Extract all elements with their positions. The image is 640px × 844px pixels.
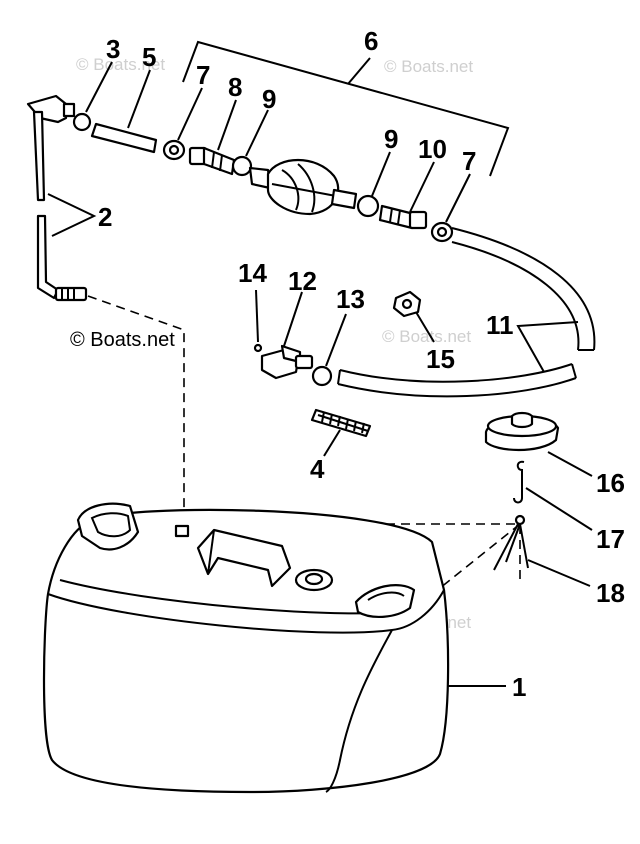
part-11-fuel-hose <box>337 227 596 398</box>
part-16-filler-cap <box>484 411 560 451</box>
watermark: © Boats.net <box>384 57 473 76</box>
watermark: © Boats.net <box>382 327 471 346</box>
part-1-fuel-tank <box>42 502 450 794</box>
part-14-ball <box>253 343 263 353</box>
part-15-nut <box>392 290 422 318</box>
callout-14-leader <box>255 289 259 343</box>
assembly-line-cap <box>439 523 521 589</box>
callout-4-leader <box>323 429 341 457</box>
part-10-connector <box>378 204 428 230</box>
callout-15: 15 <box>426 344 455 374</box>
callout-6-bracket <box>182 40 510 177</box>
callout-8: 8 <box>228 72 242 102</box>
callout-2: 2 <box>98 202 112 232</box>
callout-5: 5 <box>142 42 156 72</box>
callout-13-leader <box>325 313 347 367</box>
callout-16: 16 <box>596 468 625 498</box>
callout-9b-leader <box>371 151 391 197</box>
primer-bulb <box>248 158 358 216</box>
callout-14: 14 <box>238 258 267 288</box>
callout-13: 13 <box>336 284 365 314</box>
callout-18: 18 <box>596 578 625 608</box>
callout-7a-leader <box>177 87 203 141</box>
callout-2-leader <box>47 193 97 237</box>
callout-16-leader <box>547 451 593 477</box>
callout-17-leader <box>525 487 593 531</box>
assembly-line-pickup <box>87 295 185 526</box>
callout-10-leader <box>409 161 435 213</box>
part-8-connector <box>188 146 236 176</box>
callout-8-leader <box>217 99 237 151</box>
copyright-label: © Boats.net <box>70 329 175 351</box>
part-3-clamp <box>72 112 92 132</box>
part-2-pickup-tube <box>26 94 88 302</box>
part-5-hose <box>90 122 158 154</box>
callout-10: 10 <box>418 134 447 164</box>
part-9-clamp-left <box>231 155 253 177</box>
part-17-hook <box>513 460 525 504</box>
callout-11: 11 <box>486 310 514 340</box>
callout-12-leader <box>283 291 303 347</box>
callout-18-leader <box>527 559 591 587</box>
callout-7a: 7 <box>196 60 210 90</box>
callout-9a-leader <box>245 109 269 157</box>
callout-6: 6 <box>364 26 378 56</box>
callout-5-leader <box>127 69 151 129</box>
callout-3-leader <box>85 61 113 113</box>
part-18-bracket <box>493 514 529 571</box>
callout-4: 4 <box>310 454 325 484</box>
callout-17: 17 <box>596 524 625 554</box>
part-9-clamp-right <box>356 194 380 218</box>
callout-3: 3 <box>106 34 120 64</box>
callout-7b: 7 <box>462 146 476 176</box>
part-4-filter-screen <box>310 408 372 438</box>
callout-1: 1 <box>512 672 526 702</box>
watermark: © Boats.net <box>76 55 165 74</box>
part-12-fitting <box>260 344 314 380</box>
callout-9a: 9 <box>262 84 276 114</box>
part-13-clamp <box>311 365 333 387</box>
callout-6-leader <box>347 57 371 85</box>
callout-7b-leader <box>445 173 471 223</box>
callout-12: 12 <box>288 266 317 296</box>
callout-15-leader <box>415 311 435 343</box>
callout-9b: 9 <box>384 124 398 154</box>
callout-11-leader <box>516 321 579 373</box>
